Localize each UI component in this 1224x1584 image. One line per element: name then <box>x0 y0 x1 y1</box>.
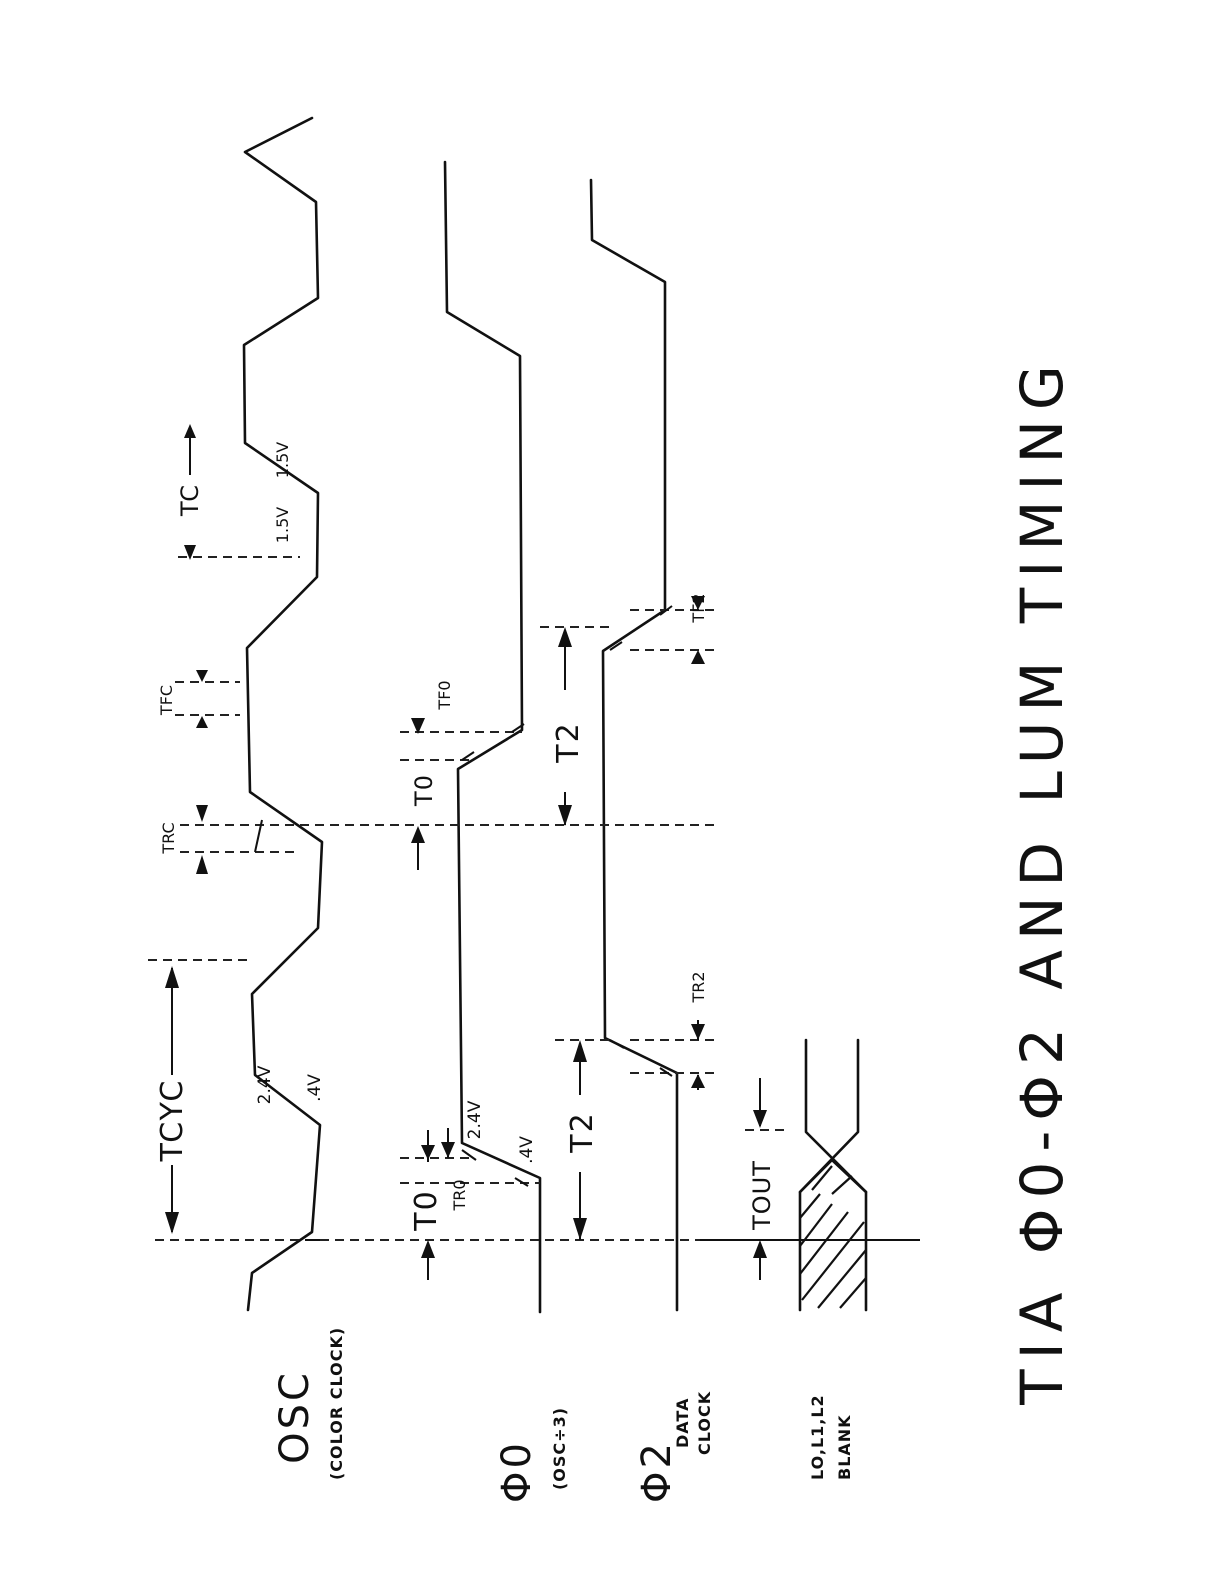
t2-label-a: T2 <box>565 1111 600 1153</box>
lum-label-line2: BLANK <box>835 1414 854 1480</box>
tc-label: TC <box>176 484 204 517</box>
lum-label-line1: LO,L1,L2 <box>808 1394 827 1480</box>
tout-label: TOUT <box>748 1160 776 1231</box>
t0-label-a: T0 <box>409 1189 444 1231</box>
trc-label: TRC <box>159 822 178 854</box>
t0-arrow-a <box>421 1240 435 1258</box>
tf2-arrow-a <box>691 650 705 664</box>
tfc-label: TFC <box>157 685 176 716</box>
phi0-lo-voltage: .4V <box>517 1136 537 1164</box>
lum-waveform <box>798 1038 868 1312</box>
phi2-waveform <box>589 178 679 1312</box>
tcyc-arrow-bottom <box>165 1212 179 1234</box>
tc-arrow-top <box>184 424 196 438</box>
tf2-arrow-b <box>691 596 705 610</box>
phi0-hi-voltage: 2.4V <box>465 1100 485 1139</box>
osc-lo-voltage: .4V <box>305 1074 325 1102</box>
lum-hatch <box>799 1165 867 1309</box>
t2-label-b: T2 <box>551 721 586 763</box>
t0-label-b: T0 <box>410 774 438 807</box>
tcyc-arrow-top <box>165 966 179 988</box>
diagram-title: TIA Φ0-Φ2 AND LUM TIMING <box>1008 355 1076 1406</box>
tr0-label: TR0 <box>450 1179 469 1211</box>
phi0-desc: (OSC÷3) <box>550 1407 569 1490</box>
t2-arrow-a <box>573 1218 587 1240</box>
phi0-waveform <box>443 160 542 1314</box>
tr2-label: TR2 <box>689 971 708 1003</box>
t2-arrow-c <box>558 805 572 826</box>
osc-label: OSC <box>272 1370 318 1464</box>
tc-arrow <box>184 545 196 560</box>
trc-arrow <box>196 855 208 874</box>
osc-hi-voltage: 2.4V <box>255 1065 275 1104</box>
tr2-arrow-b <box>691 1024 705 1040</box>
phi2-label: Φ2 <box>634 1440 680 1503</box>
tout-arrow-a <box>753 1240 767 1258</box>
mid-voltage-a: 1.5V <box>273 507 292 543</box>
tr0-arrow <box>441 1142 455 1158</box>
osc-desc: (COLOR CLOCK) <box>327 1327 346 1480</box>
trc-arrow-2 <box>196 805 208 822</box>
osc-waveform <box>242 116 324 1312</box>
tout-arrow-b <box>753 1110 767 1128</box>
tf0-arrow <box>411 718 425 734</box>
transition-ticks <box>254 605 673 1241</box>
tfc-arrow-2 <box>196 670 208 682</box>
phi2-desc-line2: CLOCK <box>695 1391 714 1455</box>
t2-arrow-b <box>573 1040 587 1062</box>
phi2-desc-line1: DATA <box>673 1398 692 1448</box>
t0-arrow-c <box>411 826 425 843</box>
tfc-arrow <box>196 716 208 728</box>
mid-voltage-b: 1.5V <box>273 442 292 478</box>
tr2-arrow-a <box>691 1074 705 1088</box>
tcyc-label: TCYC <box>155 1079 190 1163</box>
tf2-label: TF2 <box>689 593 708 623</box>
tf0-label: TF0 <box>435 680 454 710</box>
t2-arrow-d <box>558 627 572 647</box>
phi0-label: Φ0 <box>494 1440 540 1503</box>
t0-arrow-b <box>421 1145 435 1160</box>
